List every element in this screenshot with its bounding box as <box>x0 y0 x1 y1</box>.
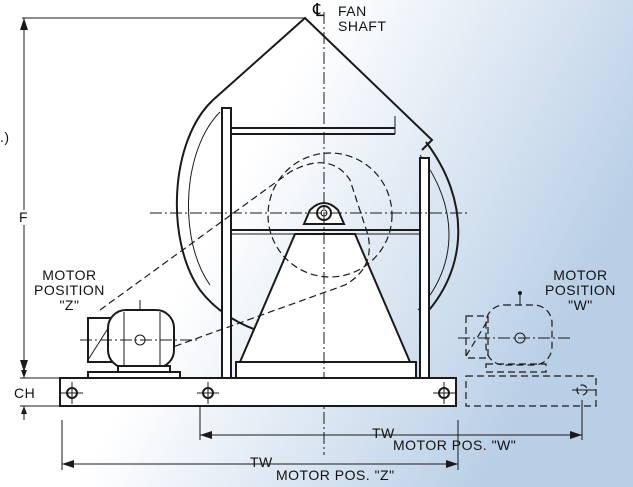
dimension-ch <box>20 366 62 420</box>
motor-w-line3: "W" <box>568 297 593 313</box>
base-rail <box>59 377 457 407</box>
left-edge-fragment: .) <box>0 129 10 145</box>
dimension-ch-label: CH <box>14 385 36 401</box>
motor-pos-w-label: MOTOR POS. "W" <box>393 437 517 453</box>
motor-w-line1: MOTOR <box>553 267 608 283</box>
shaft-label: SHAFT <box>338 18 387 34</box>
tw-z-label: TW <box>250 454 273 470</box>
motor-z-line3: "Z" <box>59 297 80 313</box>
motor-z-line2: POSITION <box>34 282 105 298</box>
fan-label: FAN <box>338 3 367 19</box>
belt-drive <box>99 152 393 349</box>
motor-z-line1: MOTOR <box>42 267 97 283</box>
frame <box>221 107 430 379</box>
tw-w-label: TW <box>372 425 395 441</box>
motor-z <box>80 300 200 379</box>
centerline-symbol: ℄ <box>313 0 326 20</box>
dimension-f-label: F <box>18 209 30 225</box>
dimension-tw-w <box>199 400 583 440</box>
motor-w <box>458 291 597 407</box>
motor-position-z-label: MOTOR POSITION "Z" <box>34 268 105 313</box>
dimension-tw-z <box>61 420 459 470</box>
motor-pos-z-label: MOTOR POS. "Z" <box>276 467 395 483</box>
motor-w-line2: POSITION <box>545 282 616 298</box>
fan-shaft-label: FAN SHAFT <box>338 4 386 34</box>
motor-position-w-label: MOTOR POSITION "W" <box>545 268 616 313</box>
